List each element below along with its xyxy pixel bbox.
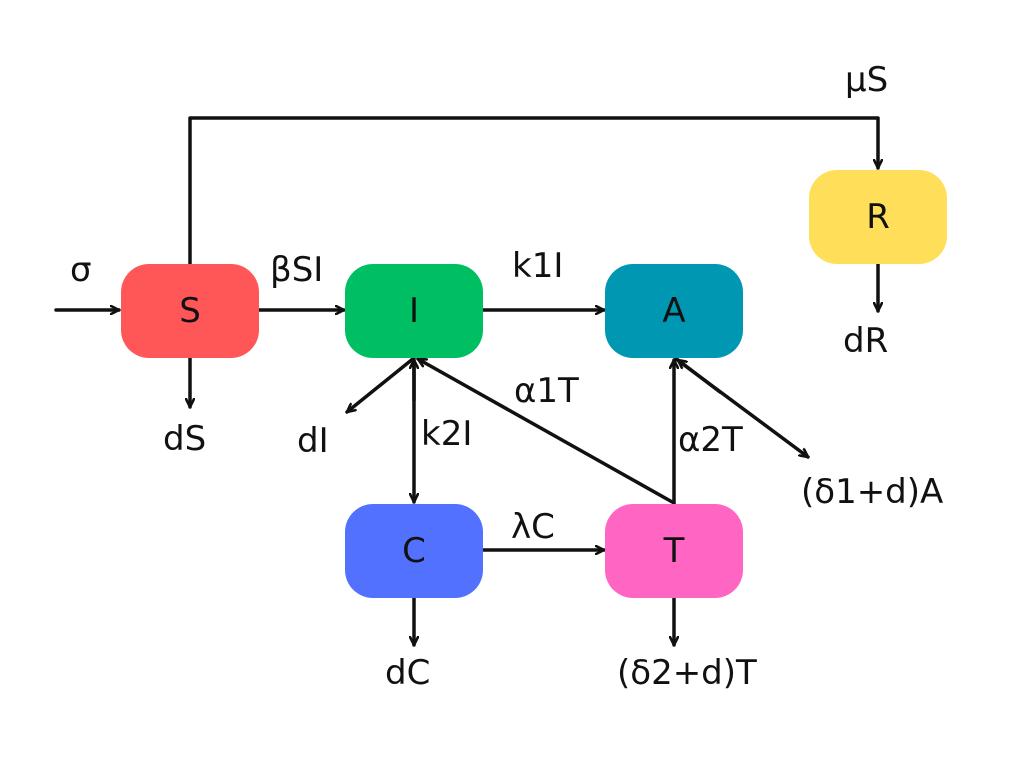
arrow-t-to-i (416, 357, 676, 505)
label-lambda-c: λC (511, 507, 555, 547)
label-delta2-t: (δ2+d)T (617, 653, 757, 693)
node-i: I (345, 264, 483, 358)
node-a: A (605, 264, 743, 358)
node-c: C (345, 504, 483, 598)
label-ds: dS (163, 419, 207, 459)
label-sigma: σ (70, 250, 92, 290)
label-beta-si: βSI (270, 250, 324, 290)
label-dr: dR (843, 321, 889, 361)
label-alpha1t: α1T (514, 371, 579, 411)
arrow-s-to-r (188, 116, 878, 266)
label-k2i: k2I (421, 414, 473, 454)
arrow-i-death (345, 356, 416, 414)
label-mu-s: μS (845, 60, 889, 100)
label-alpha2t: α2T (678, 420, 743, 460)
label-di: dI (297, 421, 329, 461)
label-k1i: k1I (512, 246, 564, 286)
arrow-a-death-back (676, 358, 722, 394)
node-t: T (605, 504, 743, 598)
label-dc: dC (385, 653, 431, 693)
label-delta1-a: (δ1+d)A (801, 472, 944, 512)
node-r: R (809, 170, 947, 264)
node-s: S (121, 264, 259, 358)
